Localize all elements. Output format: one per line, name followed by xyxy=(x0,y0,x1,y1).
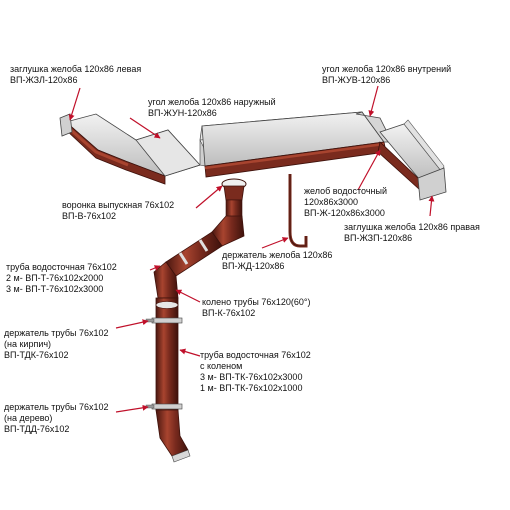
label-gutter-bracket-name: держатель желоба 120х86 xyxy=(222,250,333,260)
label-pipe-holder-brick-line2: (на кирпич) xyxy=(4,339,52,349)
label-gutter: желоб водосточный 120х86х3000 ВП-Ж-120х8… xyxy=(304,186,387,219)
label-outer-corner-code: ВП-ЖУН-120х86 xyxy=(148,108,217,118)
label-elbow-name: колено трубы 76х120(60°) xyxy=(202,297,311,307)
label-funnel: воронка выпускная 76х102 ВП-В-76х102 xyxy=(62,200,174,222)
arrow-end-cap-left xyxy=(68,87,81,121)
arrow-gutter xyxy=(357,149,381,191)
gutter-right-section xyxy=(377,119,447,201)
label-end-cap-left: заглушка желоба 120х86 левая ВП-ЖЗЛ-120х… xyxy=(10,64,141,86)
label-gutter-bracket-code: ВП-ЖД-120х86 xyxy=(222,261,285,271)
arrow-pipe-with-elbow xyxy=(179,348,201,357)
label-pipe-holder-brick-code: ВП-ТДК-76х102 xyxy=(4,350,69,360)
arrow-pipe xyxy=(149,265,161,271)
label-pipe-name: труба водосточная 76х102 xyxy=(6,262,117,272)
label-pipe-with-elbow-name: труба водосточная 76х102 xyxy=(200,350,311,360)
label-outer-corner-name: угол желоба 120х86 наружный xyxy=(148,97,276,107)
vertical-downpipe xyxy=(155,297,191,463)
label-pipe-with-elbow-line3: 3 м- ВП-ТК-76х102х3000 xyxy=(200,372,303,382)
label-end-cap-right-code: ВП-ЖЗП-120х86 xyxy=(344,233,413,243)
label-end-cap-left-name: заглушка желоба 120х86 левая xyxy=(10,64,142,74)
label-outer-corner: угол желоба 120х86 наружный ВП-ЖУН-120х8… xyxy=(148,97,276,119)
label-pipe-with-elbow: труба водосточная 76х102 с коленом 3 м- … xyxy=(200,350,311,394)
pipe-holder-wood xyxy=(145,403,183,410)
label-inner-corner-name: угол желоба 120х86 внутрений xyxy=(322,64,452,74)
label-pipe-with-elbow-line2: с коленом xyxy=(200,361,243,371)
label-pipe-with-elbow-line4: 1 м- ВП-ТК-76х102х1000 xyxy=(200,383,303,393)
label-pipe-holder-brick-name: держатель трубы 76х102 xyxy=(4,328,109,338)
outer-corner-piece xyxy=(135,129,206,177)
label-pipe: труба водосточная 76х102 2 м- ВП-Т-76х10… xyxy=(6,262,117,295)
arrow-inner-corner xyxy=(368,85,379,117)
gutter-bracket xyxy=(288,174,308,248)
pipe-holder-brick xyxy=(145,317,183,324)
label-pipe-holder-brick: держатель трубы 76х102 (на кирпич) ВП-ТД… xyxy=(4,328,109,361)
label-end-cap-left-code: ВП-ЖЗЛ-120х86 xyxy=(10,75,78,85)
label-funnel-code: ВП-В-76х102 xyxy=(62,211,116,221)
label-funnel-name: воронка выпускная 76х102 xyxy=(62,200,175,210)
arrow-end-cap-right xyxy=(428,195,435,217)
gutter-main-section xyxy=(199,111,387,178)
label-pipe-holder-wood-name: держатель трубы 76х102 xyxy=(4,402,109,412)
label-gutter-line2: 120х86х3000 xyxy=(304,197,359,207)
label-elbow-code: ВП-К-76х102 xyxy=(202,308,256,318)
label-gutter-line1: желоб водосточный xyxy=(304,186,387,196)
funnel-outlet xyxy=(221,178,247,221)
arrow-funnel xyxy=(195,185,223,209)
label-elbow: колено трубы 76х120(60°) ВП-К-76х102 xyxy=(202,297,310,319)
arrow-elbow xyxy=(175,289,201,303)
arrow-gutter-bracket xyxy=(261,237,289,249)
label-end-cap-right: заглушка желоба 120х86 правая ВП-ЖЗП-120… xyxy=(344,222,480,244)
label-pipe-line2: 2 м- ВП-Т-76х102х2000 xyxy=(6,273,104,283)
label-pipe-line3: 3 м- ВП-Т-76х102х3000 xyxy=(6,284,104,294)
label-inner-corner: угол желоба 120х86 внутрений ВП-ЖУВ-120х… xyxy=(322,64,451,86)
arrow-outer-corner xyxy=(129,117,161,139)
label-end-cap-right-name: заглушка желоба 120х86 правая xyxy=(344,222,480,232)
label-gutter-code: ВП-Ж-120х86х3000 xyxy=(304,208,385,218)
arrow-holder-wood xyxy=(115,404,149,413)
pointer-arrows xyxy=(68,85,435,413)
label-pipe-holder-wood-code: ВП-ТДД-76х102 xyxy=(4,424,70,434)
arrow-holder-brick xyxy=(115,319,149,329)
label-inner-corner-code: ВП-ЖУВ-120х86 xyxy=(322,75,391,85)
label-pipe-holder-wood-line2: (на дерево) xyxy=(4,413,53,423)
label-pipe-holder-wood: держатель трубы 76х102 (на дерево) ВП-ТД… xyxy=(4,402,109,435)
label-gutter-bracket: держатель желоба 120х86 ВП-ЖД-120х86 xyxy=(222,250,332,272)
